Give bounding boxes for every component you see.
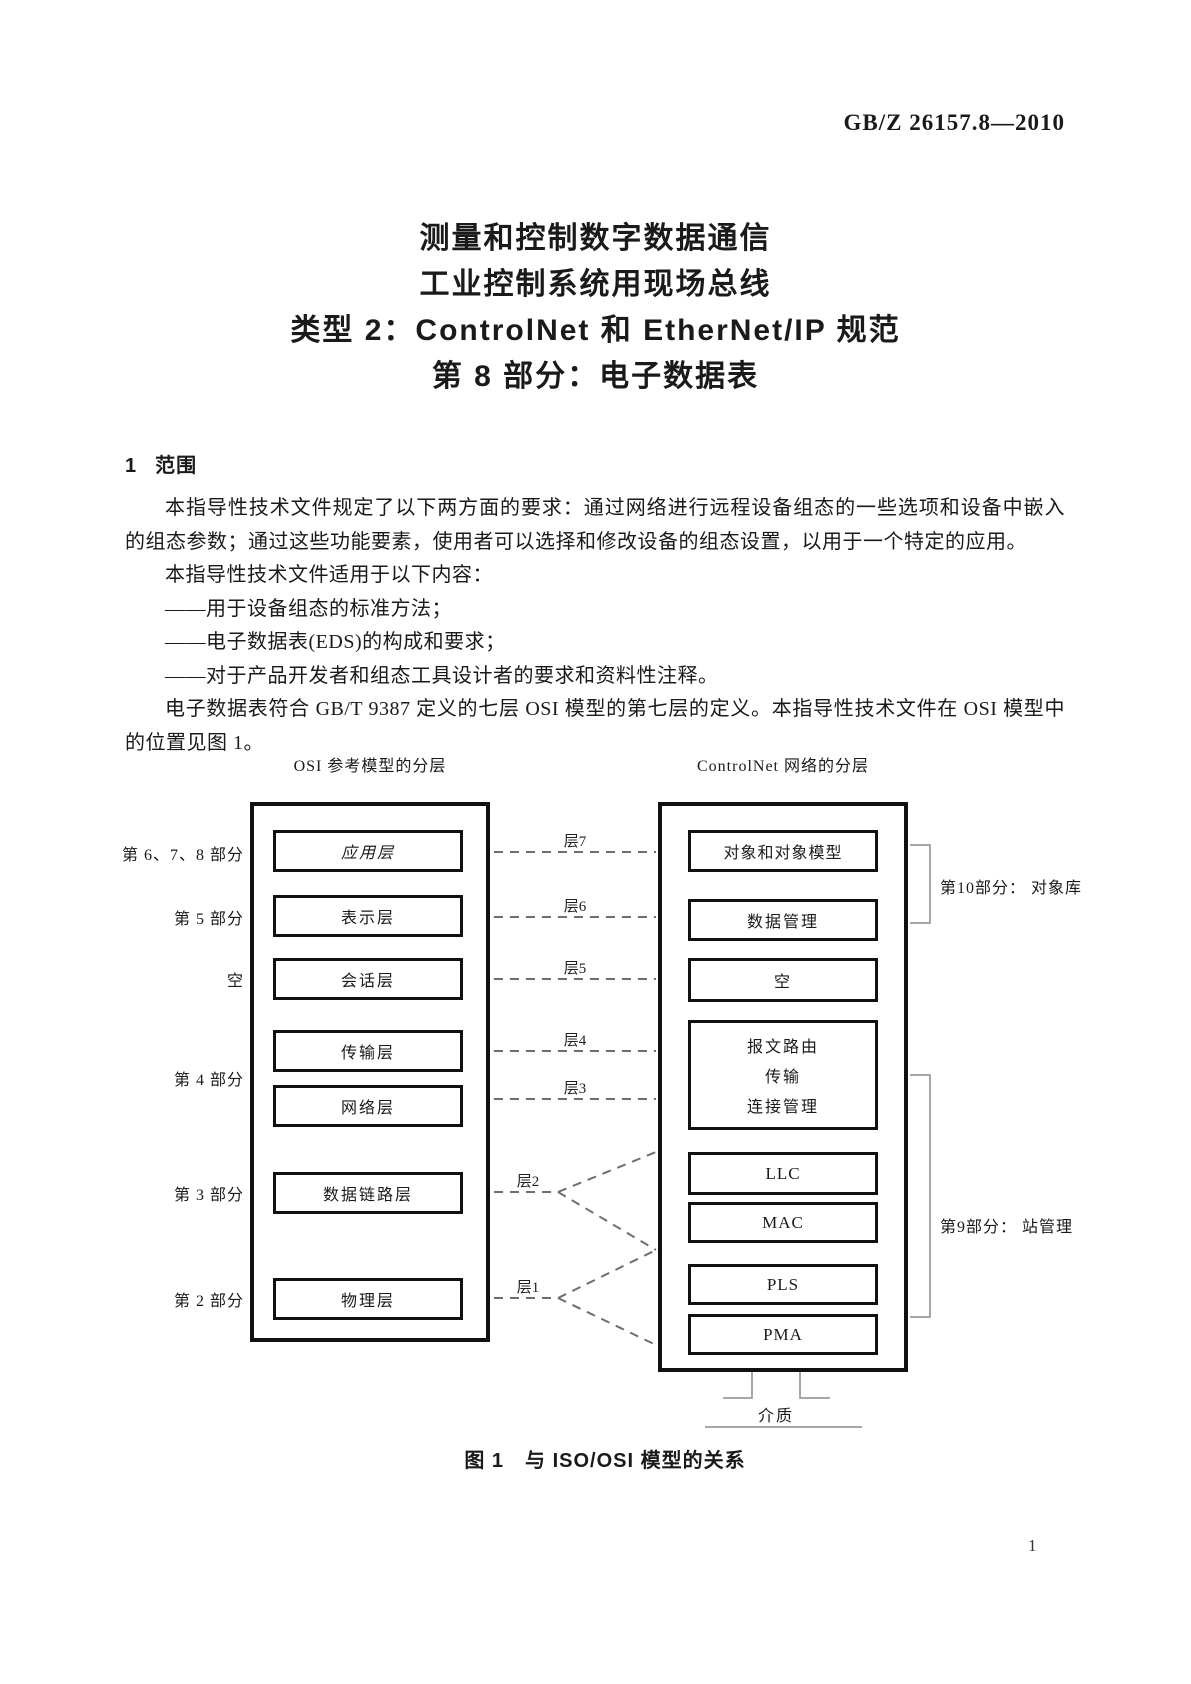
part-label-3: 第 3 部分 [173, 1187, 244, 1204]
cnet-box-line-connection-mgmt: 连接管理 [746, 1099, 819, 1116]
layer-label-1: 层1 [516, 1280, 540, 1296]
osi-container-box [250, 802, 490, 1342]
part-label-6-7-8: 第 6、7、8 部分 [121, 847, 244, 864]
osi-box-network: 网络层 [273, 1085, 463, 1127]
bracket-part10 [910, 844, 931, 924]
layer-label-7: 层7 [563, 834, 587, 850]
page-number: 1 [1028, 1536, 1037, 1555]
section-title: 范围 [155, 455, 198, 477]
title-line-2: 工业控制系统用现场总线 [419, 268, 772, 301]
controlnet-column-header: ControlNet 网络的分层 [697, 758, 869, 775]
media-connector-right [799, 1372, 830, 1399]
layer-label-3: 层3 [563, 1081, 587, 1097]
cnet-box-data-management: 数据管理 [688, 899, 878, 941]
osi-box-application: 应用层 [273, 830, 463, 872]
media-connector-left [723, 1372, 753, 1399]
diagonal-layer1-up [557, 1249, 657, 1299]
dash-item-1: ——用于设备组态的标准方法； [165, 597, 452, 620]
cnet-box-pma: PMA [688, 1314, 878, 1355]
osi-box-physical: 物理层 [273, 1278, 463, 1320]
paragraph-3: 电子数据表符合 GB/T 9387 定义的七层 OSI 模型的第七层的定义。本指… [125, 698, 1065, 754]
part-label-5: 第 5 部分 [173, 911, 244, 928]
media-label: 介质 [757, 1408, 794, 1425]
dash-item-3: ——对于产品开发者和组态工具设计者的要求和资料性注释。 [165, 664, 719, 687]
layer-label-6: 层6 [563, 899, 587, 915]
part-label-empty: 空 [226, 973, 244, 990]
bracket-label-part10: 第10部分： 对象库 [940, 880, 1083, 897]
title-line-1: 测量和控制数字数据通信 [419, 222, 772, 255]
diagonal-layer2-down [557, 1191, 657, 1251]
layer-label-2: 层2 [516, 1174, 540, 1190]
layer-label-5: 层5 [563, 961, 587, 977]
bracket-label-part9: 第9部分： 站管理 [940, 1219, 1074, 1236]
cnet-box-llc: LLC [688, 1152, 878, 1195]
bracket-part9 [910, 1074, 931, 1318]
diagonal-layer1-down [557, 1297, 657, 1346]
osi-box-presentation: 表示层 [273, 895, 463, 937]
cnet-box-object-model: 对象和对象模型 [688, 830, 878, 872]
title-line-3: 类型 2：ControlNet 和 EtherNet/IP 规范 [290, 314, 901, 347]
cnet-box-mac: MAC [688, 1202, 878, 1243]
cnet-box-pls: PLS [688, 1264, 878, 1305]
osi-box-transport: 传输层 [273, 1030, 463, 1072]
figure-caption: 图 1 与 ISO/OSI 模型的关系 [464, 1450, 746, 1472]
cnet-box-message-routing: 报文路由 传输 连接管理 [688, 1020, 878, 1130]
paragraph-1: 本指导性技术文件规定了以下两方面的要求：通过网络进行远程设备组态的一些选项和设备… [125, 497, 1065, 553]
controlnet-container-box [658, 802, 908, 1372]
cnet-box-empty: 空 [688, 958, 878, 1002]
part-label-4: 第 4 部分 [173, 1072, 244, 1089]
osi-box-session: 会话层 [273, 958, 463, 1000]
dash-item-2: ——电子数据表(EDS)的构成和要求； [165, 631, 506, 653]
paragraph-2: 本指导性技术文件适用于以下内容： [165, 564, 493, 586]
part-label-2: 第 2 部分 [173, 1293, 244, 1310]
section-number: 1 [125, 455, 138, 477]
cnet-box-line-message-routing: 报文路由 [746, 1039, 819, 1056]
title-block: 测量和控制数字数据通信 工业控制系统用现场总线 类型 2：ControlNet … [0, 216, 1191, 400]
cnet-box-line-transport: 传输 [764, 1069, 801, 1086]
title-line-4: 第 8 部分：电子数据表 [431, 360, 760, 393]
section-heading: 1 范围 [125, 449, 197, 478]
section-body: 本指导性技术文件规定了以下两方面的要求：通过网络进行远程设备组态的一些选项和设备… [125, 492, 1065, 760]
osi-column-header: OSI 参考模型的分层 [293, 758, 447, 775]
doc-number: GB/Z 26157.8—2010 [843, 110, 1065, 135]
osi-box-datalink: 数据链路层 [273, 1172, 463, 1214]
layer-label-4: 层4 [563, 1033, 587, 1049]
diagonal-layer2-up [557, 1151, 657, 1193]
